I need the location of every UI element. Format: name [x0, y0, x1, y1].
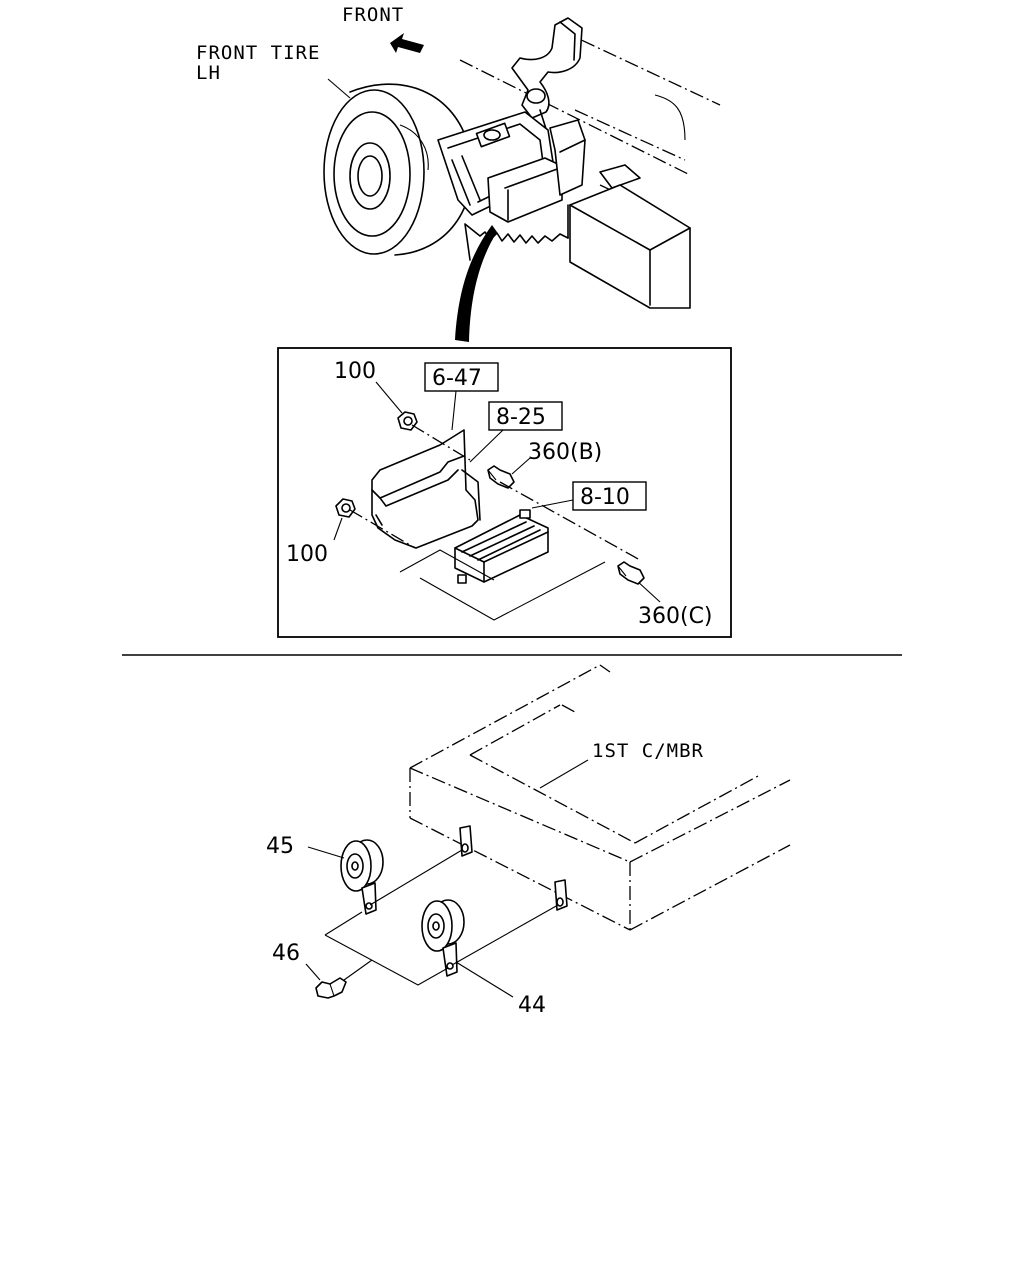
part-100-top-label: 100 [334, 359, 376, 384]
tire-leader-line [327, 78, 351, 99]
front-label: FRONT [342, 4, 404, 26]
front-tire-lh-label: LH [196, 62, 221, 84]
bolt-guide-a [324, 911, 363, 936]
detail-pointer [455, 225, 497, 342]
leader-8-10 [531, 499, 574, 509]
ref-box-8-25[interactable] [488, 401, 563, 431]
mount-tab-left [459, 825, 473, 857]
frame-box [569, 184, 691, 309]
ref-6-47: 6-47 [432, 366, 482, 391]
leader-45 [307, 846, 345, 859]
guide-line-2 [411, 424, 471, 461]
relay-box [454, 509, 549, 584]
bolt-360c [617, 561, 645, 585]
ref-8-10: 8-10 [580, 485, 630, 510]
relay-bracket [371, 429, 481, 549]
part-46-label: 46 [272, 941, 300, 966]
guide-line-5 [399, 549, 495, 581]
leader-360c [635, 579, 661, 603]
leader-100-top [375, 381, 403, 414]
detail-box: 6-47 8-25 8-10 100 100 360(B) 360(C) [277, 347, 732, 638]
horn44-guide [451, 904, 559, 966]
guide-line-3 [499, 481, 641, 561]
mount-tab-right [554, 879, 568, 911]
nut-100-left [335, 498, 356, 518]
front-arrow-icon [390, 33, 424, 53]
top-chassis-view: FRONT FRONT TIRE LH [196, 4, 721, 342]
front-tire-label: FRONT TIRE [196, 42, 320, 64]
part-44-label: 44 [518, 993, 546, 1018]
part-100-left-label: 100 [286, 542, 328, 567]
leader-46 [305, 963, 321, 981]
horn-view: 1ST C/MBR [266, 664, 791, 1018]
part-360c-label: 360(C) [638, 604, 713, 629]
relay-block-assembly [437, 111, 641, 261]
guide-line-1 [349, 509, 416, 549]
horn-44 [421, 899, 465, 977]
bolt-guide-b [324, 934, 449, 986]
part-360b-label: 360(B) [528, 440, 602, 465]
leader-360b [511, 457, 531, 475]
leader-8-25 [469, 429, 504, 463]
front-tire-lh [323, 83, 473, 256]
leader-6-47 [451, 390, 457, 431]
ref-box-8-10[interactable] [572, 481, 647, 511]
bolt-360b [487, 465, 515, 489]
ref-box-6-47[interactable] [424, 362, 499, 392]
part-45-label: 45 [266, 834, 294, 859]
leader-100-left [333, 517, 343, 541]
leader-44 [455, 961, 514, 998]
bolt-46 [315, 977, 347, 999]
horn45-guide [369, 849, 463, 906]
ref-8-25: 8-25 [496, 405, 546, 430]
first-crossmember [409, 664, 791, 931]
horn-45 [340, 839, 384, 915]
crossmember-label: 1ST C/MBR [592, 740, 704, 762]
guide-line-4 [419, 561, 606, 621]
crossmember-leader [539, 759, 589, 789]
bolt-guide-c [343, 959, 373, 981]
